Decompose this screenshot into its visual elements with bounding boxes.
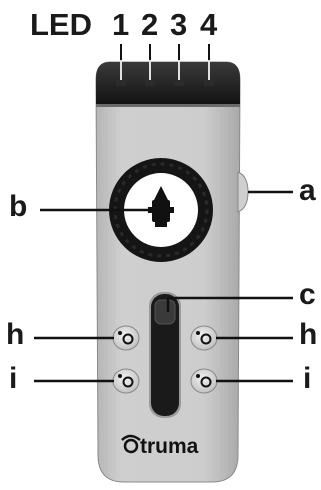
side-button — [238, 172, 248, 212]
slider-thumb — [155, 300, 175, 324]
callout-h-left: h — [6, 320, 24, 350]
button-i-right — [191, 369, 217, 393]
remote-body — [96, 62, 240, 482]
led-4 — [204, 80, 214, 86]
callout-b: b — [9, 192, 27, 222]
dimmer-slider — [149, 292, 181, 418]
truma-logo-text: truma — [140, 436, 198, 457]
callout-i-right: i — [303, 364, 311, 394]
button-h-left — [113, 326, 139, 350]
callout-h-right: h — [299, 320, 317, 350]
led-3 — [174, 80, 184, 86]
callout-i-left: i — [9, 364, 17, 394]
led-2 — [145, 80, 155, 86]
button-i-left — [113, 369, 139, 393]
callout-c: c — [299, 280, 316, 310]
button-h-right — [191, 326, 217, 350]
callout-a: a — [299, 176, 316, 206]
led-1 — [116, 80, 126, 86]
led-band-edge — [96, 104, 240, 107]
